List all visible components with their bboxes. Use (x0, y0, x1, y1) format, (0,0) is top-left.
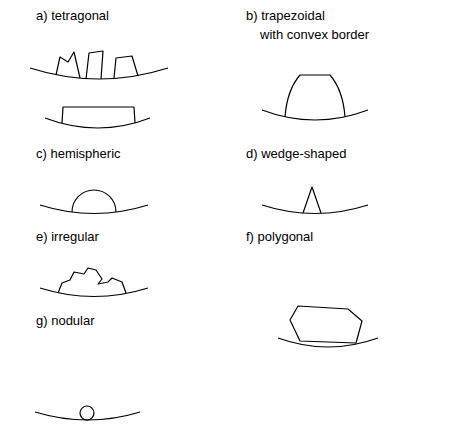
surface-curve (262, 110, 368, 120)
surface-curve (262, 205, 368, 214)
surface-curve (30, 68, 168, 79)
wedge-shape (303, 187, 321, 213)
trapezoid-shape (285, 75, 345, 117)
hemisphere-shape (72, 190, 116, 212)
surface-curve (35, 412, 140, 420)
shape-label: e) irregular (36, 227, 99, 246)
shape-label: f) polygonal (246, 227, 313, 246)
surface-curve (40, 205, 148, 214)
polygonal-shape (290, 306, 362, 343)
tetragonal-shape (56, 52, 80, 78)
tetragonal-shape (62, 107, 135, 123)
irregular-shape (58, 268, 126, 293)
tetragonal-shape (86, 51, 103, 79)
shape-label: d) wedge-shaped (246, 144, 346, 163)
nodule-shape (80, 406, 94, 420)
tetragonal-shape (114, 56, 138, 78)
shape-label: a) tetragonal (36, 6, 109, 25)
shape-label: g) nodular (36, 311, 95, 330)
wrap-spacer (346, 6, 376, 25)
shape-label: b) trapezoidal with convex border (246, 6, 376, 44)
shape-label: c) hemispheric (36, 144, 121, 163)
surface-curve (40, 288, 148, 297)
